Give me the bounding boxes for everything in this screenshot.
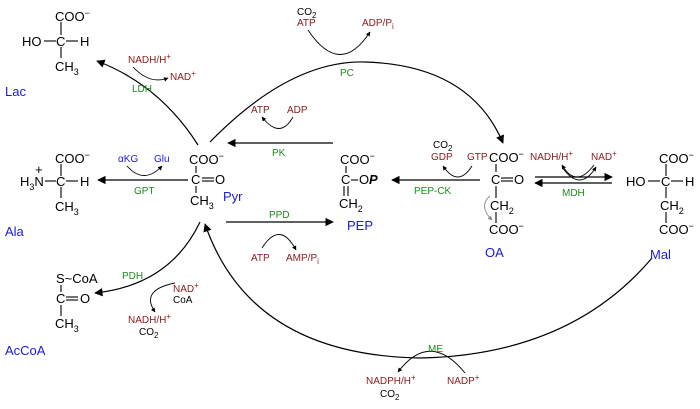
cofactor-me-nadp: NADP+ [447,373,480,387]
cofactor-ldh-nadh: NADH/H+ [128,52,171,66]
cofactor-mdh-nadh: NADH/H+ [530,149,573,163]
cofactor-pc-adp: ADP/Pi [362,18,394,31]
pep-o: O [359,172,369,187]
cofactor-arc-pdh [150,282,176,313]
lac-h: H [80,34,89,49]
mal-c: C [661,174,670,189]
mal-coo-top: COO− [659,150,694,166]
ala-n-plus: + [35,162,43,177]
oa-c: C [491,172,500,187]
cofactor-arc-mdh-b [561,164,595,178]
oa-o: O [514,172,524,187]
cofactor-ppd-amp: AMP/Pi [286,253,319,266]
cofactor-arc-mdh-a [561,166,597,181]
cofactor-gpt-glu: Glu [154,154,170,165]
cofactor-arc-pepck [442,165,473,178]
oa-coo-top: COO− [489,149,524,165]
pep-phosphate: P [369,172,378,187]
cofactor-ldh-nad: NAD+ [170,69,196,83]
cofactor-pdh-nadh: NADH/H+ [128,312,171,326]
oa-electron-arrow [484,195,493,221]
mal-ho: HO [626,174,646,189]
pyr-ch3: CH3 [190,193,214,211]
ala-ch3: CH3 [55,199,79,217]
accoa-c: C [56,291,65,306]
lac-ho: HO [22,34,42,49]
accoa-s-coa: S~CoA [56,271,98,286]
arrow-pc [209,61,504,144]
metabolite-lac: Lac [5,84,26,99]
enzyme-gpt: GPT [134,186,155,197]
arrow-me [203,223,653,359]
metabolite-oa: OA [485,245,504,260]
arrow-ldh [96,59,199,146]
pep-c: C [341,172,350,187]
pyr-c: C [191,172,200,187]
accoa-o: O [80,291,90,306]
cofactor-pepck-gtp: GTP [467,152,488,163]
lac-bonds [44,22,78,58]
enzyme-pk: PK [272,148,286,159]
cofactor-pepck-gdp: GDP [431,152,453,163]
oa-bonds [495,164,513,223]
accoa-ch3: CH3 [55,316,79,334]
cofactor-me-nadph: NADPH/H+ [366,373,416,387]
metabolite-accoa: AcCoA [5,343,46,358]
arrow-pdh [94,221,201,297]
pep-ch2: CH2 [339,196,363,214]
cofactor-arc-pc [307,29,371,55]
cofactor-me-co2: CO2 [380,389,400,402]
ala-bonds [45,164,78,198]
mal-ch2: CH2 [660,198,684,216]
oa-coo-bottom: COO− [489,221,524,237]
metabolite-mal: Mal [650,247,671,262]
enzyme-ldh: LDH [132,84,152,95]
metabolite-pyr: Pyr [223,189,243,204]
enzyme-me: ME [428,344,443,355]
cofactor-pc-atp: ATP [297,18,316,29]
cofactor-arc-gpt [126,165,163,176]
cofactor-pdh-coa: CoA [173,295,193,306]
ala-coo: COO− [55,150,90,166]
cofactor-gpt-akg: αKG [118,154,138,165]
cofactor-ppd-atp: ATP [251,253,270,264]
cofactor-pc-co2: CO2 [297,7,317,20]
cofactor-pdh-co2: CO2 [139,327,159,340]
pyr-bonds [195,166,214,193]
metabolite-pep: PEP [347,218,373,233]
pep-bonds [343,166,349,196]
pyr-o: O [215,172,225,187]
cofactor-arc-me [397,350,466,374]
cofactor-arc-ppd [261,234,297,251]
enzyme-pdh: PDH [122,271,143,282]
pyr-coo: COO− [189,151,224,167]
ala-h: H [80,174,89,189]
metabolite-ala: Ala [5,224,25,239]
cofactor-pdh-nad: NAD+ [173,281,199,295]
cofactor-pepck-co2: CO2 [433,140,453,153]
oa-ch2: CH2 [490,198,514,216]
ala-h3n: H3N [20,174,44,192]
lac-ch3: CH3 [55,59,79,77]
enzyme-pepck: PEP-CK [414,186,452,197]
pep-coo: COO− [340,151,375,167]
cofactor-mdh-nad: NAD+ [591,149,617,163]
cofactor-arc-ldh [132,66,169,82]
mal-coo-bottom: COO− [659,221,694,237]
mal-h: H [685,174,694,189]
accoa-bonds [60,285,78,316]
cofactor-pk-adp: ADP [287,105,308,116]
lac-c: C [56,34,65,49]
enzyme-mdh: MDH [562,188,585,199]
enzyme-ppd: PPD [269,210,290,221]
cofactor-arc-pk [261,116,294,129]
cofactor-pk-atp: ATP [251,105,270,116]
lac-coo: COO− [55,8,90,24]
enzyme-pc: PC [340,68,354,79]
ala-c: C [56,174,65,189]
mal-bonds [648,164,683,223]
